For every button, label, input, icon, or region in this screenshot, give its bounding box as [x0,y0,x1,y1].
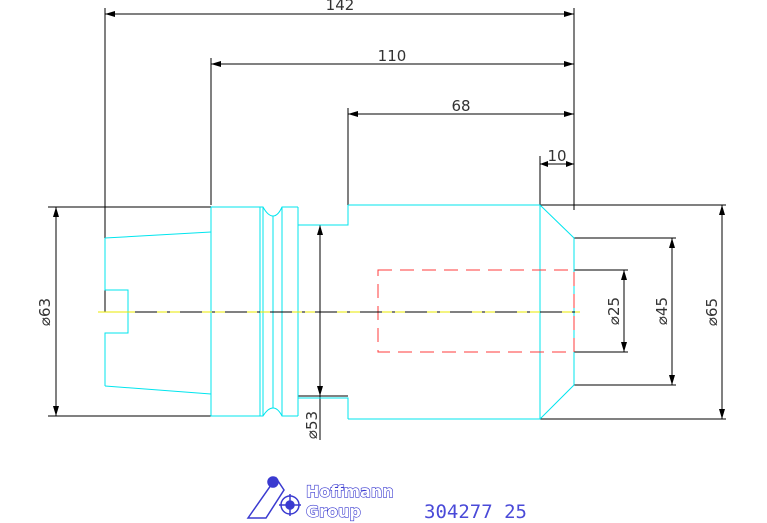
brand-name-line1: Hoffmann [306,482,394,501]
dim-shank-diameter: ⌀53 [303,411,321,439]
hidden-bore [377,269,575,353]
dim-gauge-length: 110 [378,47,407,65]
dimension-lines [48,8,726,440]
dim-body-length: 68 [451,97,470,115]
dim-face-diameter: ⌀45 [653,297,671,325]
dim-bore-diameter: ⌀25 [605,297,623,325]
article-code: 304277 25 [424,501,527,523]
dim-overall-length: 142 [326,0,355,14]
brand-name-line2: Group [306,502,361,521]
logo-mark-icon [246,476,301,519]
dim-chamfer-length: 10 [547,147,566,165]
dim-body-diameter: ⌀65 [703,298,721,326]
dimension-arrows [53,11,725,419]
dim-flange-diameter: ⌀63 [36,298,54,326]
hoffmann-logo: Hoffmann Group [246,476,394,522]
